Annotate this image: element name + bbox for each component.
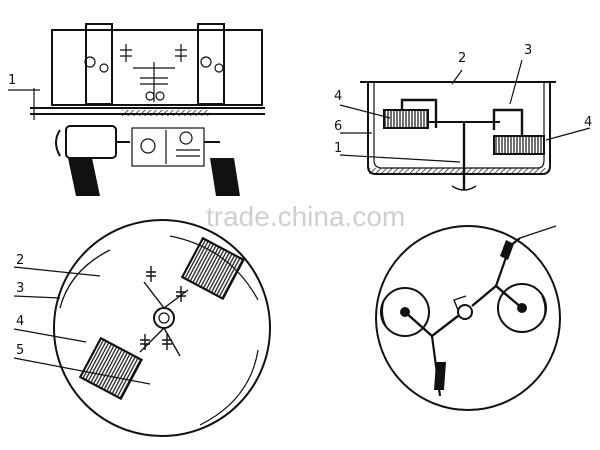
callout-3-plan: 3	[16, 281, 24, 296]
motor	[55, 125, 130, 159]
left-roller-block	[85, 23, 113, 105]
callout-1-front: 1	[8, 73, 16, 88]
left-link	[404, 311, 459, 338]
linkage-hub	[457, 304, 473, 320]
callout-6-section: 6	[334, 119, 342, 134]
plan-circle	[53, 219, 271, 437]
callout-4-section-left: 4	[334, 89, 342, 104]
plan-view	[13, 219, 271, 437]
callout-5-plan: 5	[16, 343, 24, 358]
center-shaft-detail	[84, 44, 224, 102]
center-hub	[153, 307, 175, 329]
upper-roller	[180, 236, 245, 301]
callout-2-section: 2	[458, 51, 466, 66]
lower-roller	[78, 336, 143, 401]
watermark-text: trade.china.com	[206, 201, 405, 232]
right-link	[471, 284, 523, 309]
linkage-view	[375, 225, 561, 411]
plan-arms	[139, 266, 189, 357]
housing-body	[51, 29, 263, 106]
right-leg	[210, 158, 240, 196]
gearbox	[131, 127, 205, 167]
callout-4-plan: 4	[16, 314, 24, 329]
front-elevation-view	[8, 23, 265, 196]
callout-3-section: 3	[524, 43, 532, 58]
left-roller	[383, 109, 429, 129]
right-arm	[492, 108, 524, 136]
table-plate	[122, 110, 210, 116]
right-roller	[493, 135, 545, 155]
section-view	[339, 59, 591, 191]
left-leg	[68, 158, 100, 196]
left-arm	[400, 98, 438, 128]
callout-1-section: 1	[334, 141, 342, 156]
linkage-circle	[375, 225, 561, 411]
callout-2-plan: 2	[16, 253, 24, 268]
right-roller-block	[197, 23, 225, 105]
callout-4-section-right: 4	[584, 115, 592, 130]
